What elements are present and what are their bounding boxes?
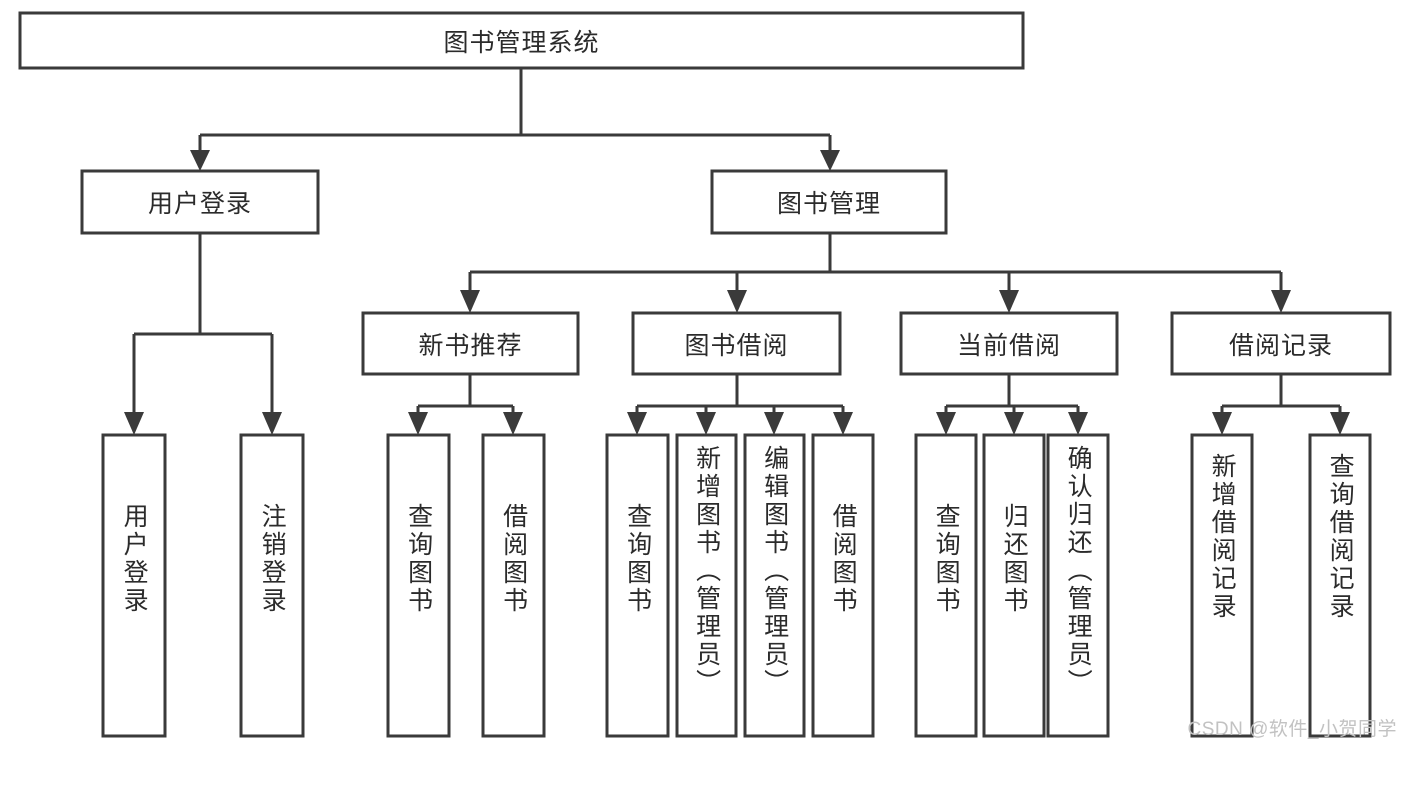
connector-current-to-leaves: [936, 374, 1088, 435]
arrow-head-icon: [262, 412, 282, 435]
connector-record-to-leaves: [1212, 374, 1350, 435]
node-box-book-manage[interactable]: [710, 169, 948, 235]
arrow-head-icon: [999, 290, 1019, 313]
connector-user-login-to-leaves: [124, 233, 282, 435]
arrow-head-icon: [1330, 412, 1350, 435]
arrow-head-icon: [1004, 412, 1024, 435]
node-box-leaf-current-2[interactable]: [982, 433, 1046, 738]
connector-recommend-to-leaves: [408, 374, 523, 435]
arrow-head-icon: [124, 412, 144, 435]
node-box-root[interactable]: [18, 11, 1025, 70]
arrow-head-icon: [820, 150, 840, 171]
node-box-user-login[interactable]: [80, 169, 320, 235]
node-box-leaf-borrow-1[interactable]: [605, 433, 670, 738]
connector-book-manage-to-level2: [460, 233, 1291, 313]
connector-borrow-to-leaves: [627, 374, 853, 435]
diagram-canvas: [18, 11, 1392, 738]
node-box-leaf-recommend-1[interactable]: [386, 433, 451, 738]
node-box-leaf-borrow-2[interactable]: [675, 433, 738, 738]
hierarchy-diagram: 图书管理系统 用户登录 图书管理 新书推荐 图书借阅 当前借阅 借阅记录 用户登…: [18, 11, 1397, 740]
node-box-borrow-record[interactable]: [1170, 311, 1392, 376]
arrow-head-icon: [727, 290, 747, 313]
node-box-leaf-borrow-4[interactable]: [811, 433, 875, 738]
arrow-head-icon: [764, 412, 784, 435]
node-box-leaf-user-login-2[interactable]: [239, 433, 305, 738]
node-box-leaf-borrow-3[interactable]: [743, 433, 806, 738]
node-box-leaf-user-login-1[interactable]: [101, 433, 167, 738]
arrow-head-icon: [627, 412, 647, 435]
arrow-head-icon: [696, 412, 716, 435]
node-box-leaf-current-3[interactable]: [1046, 433, 1110, 738]
arrow-head-icon: [936, 412, 956, 435]
node-box-leaf-current-1[interactable]: [914, 433, 978, 738]
node-box-leaf-record-1[interactable]: [1190, 433, 1254, 738]
arrow-head-icon: [833, 412, 853, 435]
node-box-leaf-recommend-2[interactable]: [481, 433, 546, 738]
node-box-book-borrow[interactable]: [631, 311, 842, 376]
arrow-head-icon: [1212, 412, 1232, 435]
arrow-head-icon: [503, 412, 523, 435]
node-box-new-book-recommend[interactable]: [361, 311, 580, 376]
arrow-head-icon: [190, 150, 210, 171]
arrow-head-icon: [1271, 290, 1291, 313]
node-box-leaf-record-2[interactable]: [1308, 433, 1372, 738]
arrow-head-icon: [408, 412, 428, 435]
node-box-current-borrow[interactable]: [899, 311, 1119, 376]
connector-root-to-level1: [190, 68, 840, 171]
arrow-head-icon: [460, 290, 480, 313]
arrow-head-icon: [1068, 412, 1088, 435]
watermark-label: CSDN @软件_小贺同学: [1187, 719, 1397, 740]
